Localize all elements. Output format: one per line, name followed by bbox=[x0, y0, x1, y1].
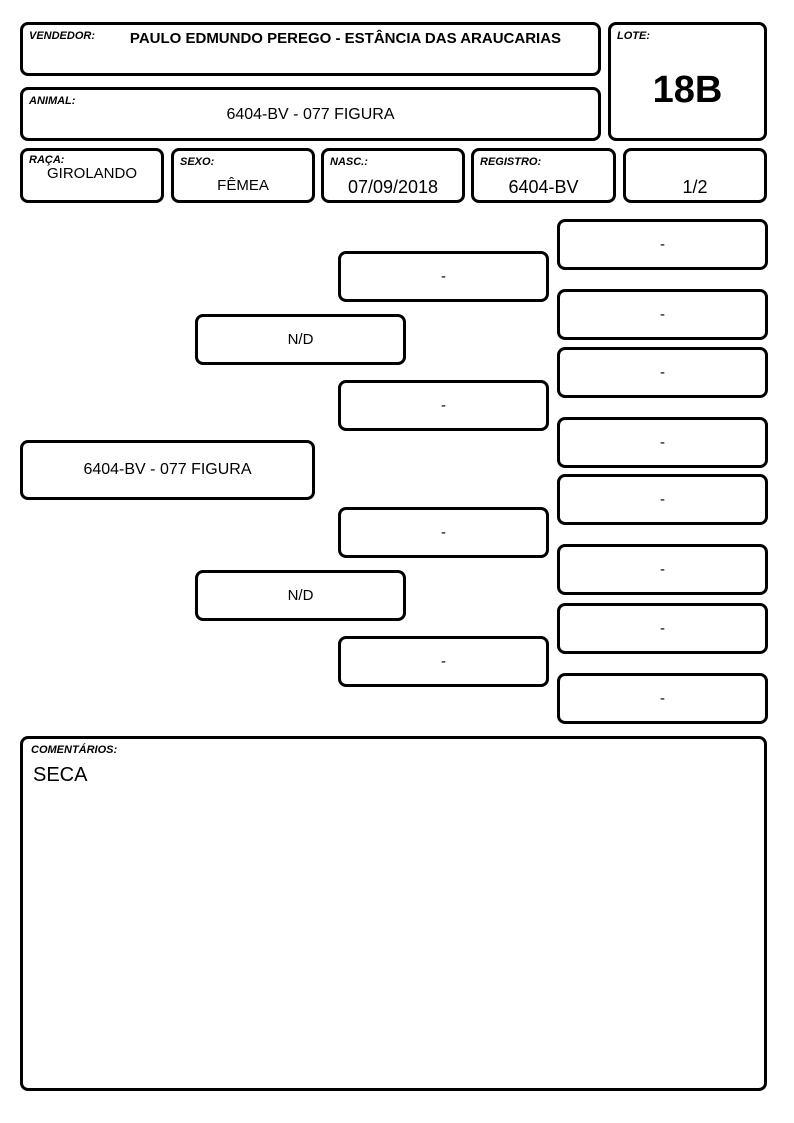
pedigree-great-grandparent: - bbox=[660, 491, 665, 508]
breed-box: RAÇA: GIROLANDO bbox=[20, 148, 164, 203]
ratio-value: 1/2 bbox=[682, 177, 708, 197]
pedigree-great-grandparent-box: - bbox=[557, 673, 768, 724]
pedigree-grandparent: - bbox=[441, 524, 446, 541]
pedigree-grandparent-box: - bbox=[338, 251, 549, 302]
pedigree-great-grandparent: - bbox=[660, 434, 665, 451]
lot-box: LOTE: 18B bbox=[608, 22, 767, 141]
comments-label: COMENTÁRIOS: bbox=[31, 744, 118, 756]
birth-box: NASC.: 07/09/2018 bbox=[321, 148, 465, 203]
pedigree-great-grandparent-box: - bbox=[557, 347, 768, 398]
breed-label: RAÇA: bbox=[29, 154, 65, 166]
vendor-box: VENDEDOR: PAULO EDMUNDO PEREGO - ESTÂNCI… bbox=[20, 22, 601, 76]
registry-box: REGISTRO: 6404-BV bbox=[471, 148, 616, 203]
pedigree-dam: N/D bbox=[287, 587, 314, 604]
pedigree-sire: N/D bbox=[287, 331, 314, 348]
pedigree-great-grandparent: - bbox=[660, 690, 665, 707]
sex-label: SEXO: bbox=[180, 156, 215, 168]
comments-box: COMENTÁRIOS: SECA bbox=[20, 736, 767, 1091]
animal-box: ANIMAL: 6404-BV - 077 FIGURA bbox=[20, 87, 601, 141]
pedigree-great-grandparent-box: - bbox=[557, 417, 768, 468]
pedigree-great-grandparent: - bbox=[660, 620, 665, 637]
comments-text: SECA bbox=[33, 764, 88, 786]
lot-number: 18B bbox=[652, 69, 723, 111]
pedigree-great-grandparent-box: - bbox=[557, 289, 768, 340]
ratio-box: 1/2 bbox=[623, 148, 767, 203]
pedigree-great-grandparent-box: - bbox=[557, 474, 768, 525]
pedigree-dam-box: N/D bbox=[195, 570, 406, 621]
pedigree-great-grandparent-box: - bbox=[557, 544, 768, 595]
vendor-label: VENDEDOR: bbox=[29, 30, 96, 42]
pedigree-grandparent-box: - bbox=[338, 636, 549, 687]
vendor-name: PAULO EDMUNDO PEREGO - ESTÂNCIA DAS ARAU… bbox=[129, 30, 562, 47]
pedigree-grandparent: - bbox=[441, 653, 446, 670]
pedigree-great-grandparent-box: - bbox=[557, 219, 768, 270]
pedigree-animal-box: 6404-BV - 077 FIGURA bbox=[20, 440, 315, 500]
pedigree-great-grandparent: - bbox=[660, 306, 665, 323]
pedigree-great-grandparent: - bbox=[660, 364, 665, 381]
pedigree-grandparent-box: - bbox=[338, 380, 549, 431]
animal-name: 6404-BV - 077 FIGURA bbox=[226, 106, 395, 123]
pedigree-great-grandparent: - bbox=[660, 236, 665, 253]
pedigree-animal-name: 6404-BV - 077 FIGURA bbox=[83, 461, 252, 478]
sex-value: FÊMEA bbox=[217, 177, 269, 194]
pedigree-great-grandparent-box: - bbox=[557, 603, 768, 654]
pedigree-great-grandparent: - bbox=[660, 561, 665, 578]
birth-value: 07/09/2018 bbox=[347, 177, 439, 197]
breed-value: GIROLANDO bbox=[46, 165, 137, 182]
pedigree-grandparent: - bbox=[441, 397, 446, 414]
sex-box: SEXO: FÊMEA bbox=[171, 148, 315, 203]
pedigree-grandparent-box: - bbox=[338, 507, 549, 558]
lot-label: LOTE: bbox=[617, 30, 650, 42]
animal-label: ANIMAL: bbox=[29, 95, 76, 107]
birth-label: NASC.: bbox=[330, 156, 368, 168]
pedigree-sire-box: N/D bbox=[195, 314, 406, 365]
registry-label: REGISTRO: bbox=[480, 156, 542, 168]
pedigree-grandparent: - bbox=[441, 268, 446, 285]
registry-value: 6404-BV bbox=[508, 177, 579, 197]
